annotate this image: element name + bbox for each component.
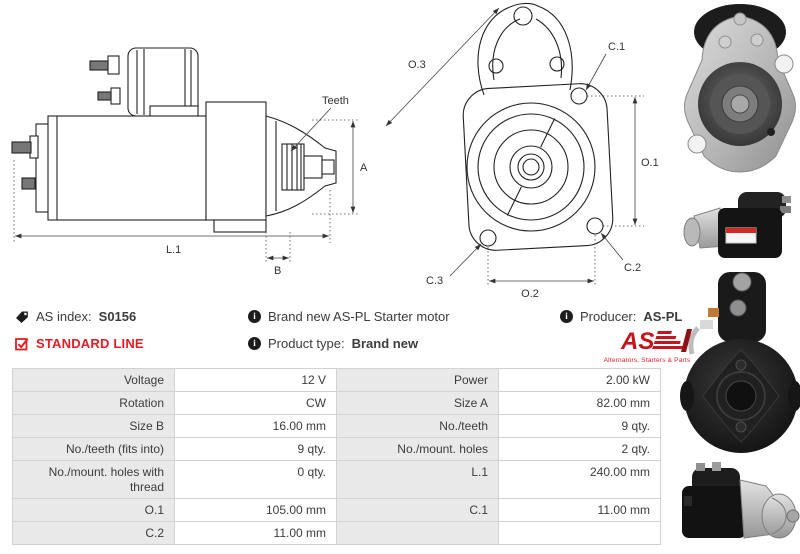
description-item: i Brand new AS-PL Starter motor — [248, 309, 450, 324]
starter-side-view-drawing: Teeth A L.1 B — [11, 47, 368, 277]
spec-label-cell: C.1 — [336, 498, 499, 522]
info-icon: i — [560, 310, 573, 323]
product-photo-column — [680, 0, 800, 554]
spec-label-cell: Size B — [12, 414, 175, 438]
spec-value-cell — [498, 521, 661, 545]
spec-value-cell: 12 V — [174, 368, 337, 392]
technical-drawings: Teeth A L.1 B — [0, 0, 680, 300]
spec-label-cell: Rotation — [12, 391, 175, 415]
spec-label-cell: Size A — [336, 391, 499, 415]
spec-value-cell: 16.00 mm — [174, 414, 337, 438]
product-type-value: Brand new — [351, 336, 419, 351]
dim-c3-label: C.3 — [426, 275, 443, 287]
dim-c1-label: C.1 — [608, 41, 625, 53]
spec-row: O.1 105.00 mm C.1 11.00 mm — [12, 498, 661, 522]
dim-o1-label: O.1 — [641, 157, 659, 169]
as-pl-logo: AS Alternators, Starters & Parts — [588, 328, 706, 364]
starter-side-nose-right-photo — [682, 462, 800, 539]
spec-label-cell: No./teeth (fits into) — [12, 437, 175, 461]
info-icon: i — [248, 310, 261, 323]
spec-value-cell: 0 qty. — [174, 460, 337, 499]
spec-label-cell — [336, 521, 499, 545]
spec-value-cell: 240.00 mm — [498, 460, 661, 499]
spec-value-cell: 9 qty. — [498, 414, 661, 438]
dim-o3-label: O.3 — [408, 59, 426, 71]
spec-label-cell: Power — [336, 368, 499, 392]
spec-row: No./teeth (fits into) 9 qty. No./mount. … — [12, 437, 661, 461]
logo-text: AS — [620, 328, 654, 354]
starter-front-view-photo — [684, 4, 796, 173]
spec-row: Voltage 12 V Power 2.00 kW — [12, 368, 661, 392]
dim-a-label: A — [360, 162, 368, 174]
dim-l1-label: L.1 — [166, 244, 181, 256]
as-index-label: AS index: — [36, 309, 92, 324]
starter-rear-view-photo — [680, 272, 800, 453]
spec-value-cell: 105.00 mm — [174, 498, 337, 522]
producer-item: i Producer: AS-PL — [560, 309, 682, 324]
dim-c2-label: C.2 — [624, 262, 641, 274]
spec-label-cell: O.1 — [12, 498, 175, 522]
spec-label-cell: No./mount. holes — [336, 437, 499, 461]
dim-o2-label: O.2 — [521, 288, 539, 300]
product-type-item: i Product type: Brand new — [248, 336, 418, 351]
spec-value-cell: 9 qty. — [174, 437, 337, 461]
as-index-item: AS index: S0156 — [15, 309, 136, 324]
as-pl-logo-mark: AS — [620, 328, 692, 355]
as-index-value: S0156 — [98, 309, 137, 324]
spec-value-cell: CW — [174, 391, 337, 415]
producer-value: AS-PL — [643, 309, 683, 324]
spec-value-cell: 2 qty. — [498, 437, 661, 461]
spec-label-cell: Voltage — [12, 368, 175, 392]
spec-label-cell: C.2 — [12, 521, 175, 545]
teeth-label: Teeth — [322, 95, 349, 107]
logo-tagline: Alternators, Starters & Parts — [603, 357, 691, 364]
spec-label-cell: No./mount. holes with thread — [12, 460, 175, 499]
spec-label-cell: L.1 — [336, 460, 499, 499]
spec-table-section: Voltage 12 V Power 2.00 kW Rotation CW S… — [12, 368, 661, 545]
spec-row: Rotation CW Size A 82.00 mm — [12, 391, 661, 415]
info-icon: i — [248, 337, 261, 350]
producer-label: Producer: — [580, 309, 637, 324]
product-type-label: Product type: — [268, 336, 345, 351]
starter-side-nose-left-photo — [683, 192, 791, 258]
spec-value-cell: 82.00 mm — [498, 391, 661, 415]
spec-row: No./mount. holes with thread 0 qty. L.1 … — [12, 460, 661, 499]
spec-table: Voltage 12 V Power 2.00 kW Rotation CW S… — [12, 368, 661, 545]
spec-label-cell: No./teeth — [336, 414, 499, 438]
standard-line-badge: STANDARD LINE — [36, 336, 144, 351]
dim-b-label: B — [274, 265, 281, 277]
spec-value-cell: 11.00 mm — [498, 498, 661, 522]
spec-value-cell: 2.00 kW — [498, 368, 661, 392]
product-info-bar: AS index: S0156 STANDARD LINE i Brand ne… — [0, 306, 692, 364]
tag-icon — [16, 311, 28, 323]
product-description: Brand new AS-PL Starter motor — [268, 309, 450, 324]
spec-value-cell: 11.00 mm — [174, 521, 337, 545]
checkbox-icon — [15, 337, 29, 350]
spec-row: Size B 16.00 mm No./teeth 9 qty. — [12, 414, 661, 438]
standard-line-item: STANDARD LINE — [15, 336, 144, 351]
starter-front-view-drawing: O.3 C.1 O.1 C.2 C.3 O.2 — [385, 2, 659, 300]
spec-row: C.2 11.00 mm — [12, 521, 661, 545]
